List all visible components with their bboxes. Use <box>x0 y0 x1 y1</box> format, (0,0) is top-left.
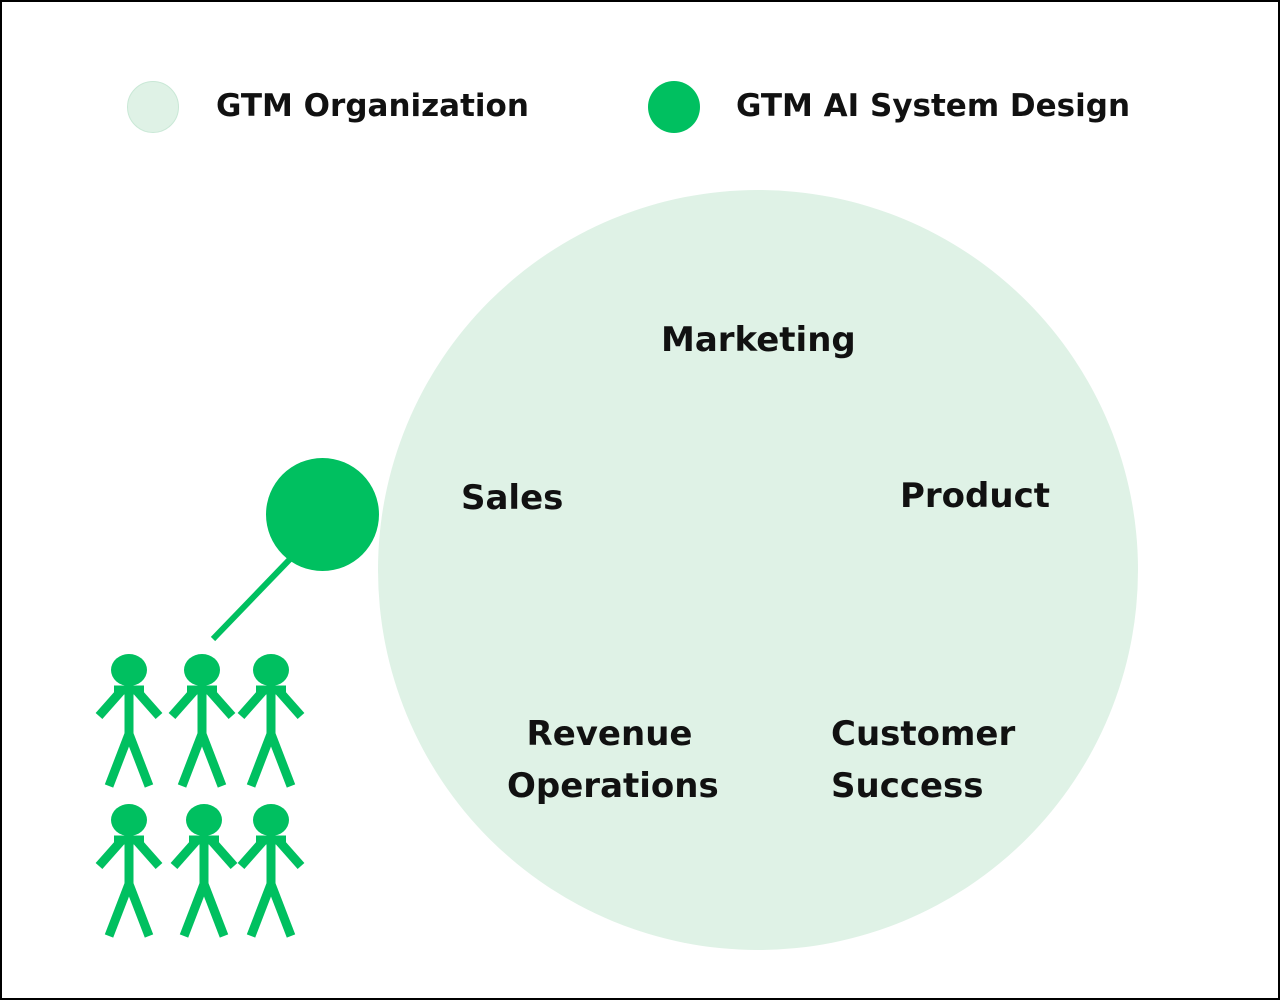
department-sales: Sales <box>461 478 564 518</box>
person-icon <box>172 654 232 786</box>
people-group-icon <box>92 652 322 952</box>
person-icon <box>99 804 159 936</box>
customer-success-line-2: Success <box>831 766 984 806</box>
revenue-operations-line-2: Operations <box>507 766 719 806</box>
person-icon <box>174 804 234 936</box>
revenue-operations-line-1: Revenue <box>526 714 693 754</box>
gtm-ai-system-circle <box>266 458 379 571</box>
people-row <box>99 654 301 936</box>
department-revenue-operations: Revenue Operations <box>507 708 719 812</box>
department-customer-success: Customer Success <box>831 708 1015 812</box>
department-product: Product <box>900 476 1050 516</box>
legend-organization-swatch <box>127 81 179 133</box>
customer-success-line-1: Customer <box>831 714 1016 754</box>
gtm-organization-circle <box>378 190 1138 950</box>
person-icon <box>99 654 159 786</box>
department-marketing: Marketing <box>661 320 856 360</box>
legend-organization-label: GTM Organization <box>216 88 529 124</box>
person-icon <box>241 654 301 786</box>
legend-ai-system-label: GTM AI System Design <box>736 88 1131 124</box>
legend-ai-system-swatch <box>648 81 700 133</box>
person-icon <box>241 804 301 936</box>
